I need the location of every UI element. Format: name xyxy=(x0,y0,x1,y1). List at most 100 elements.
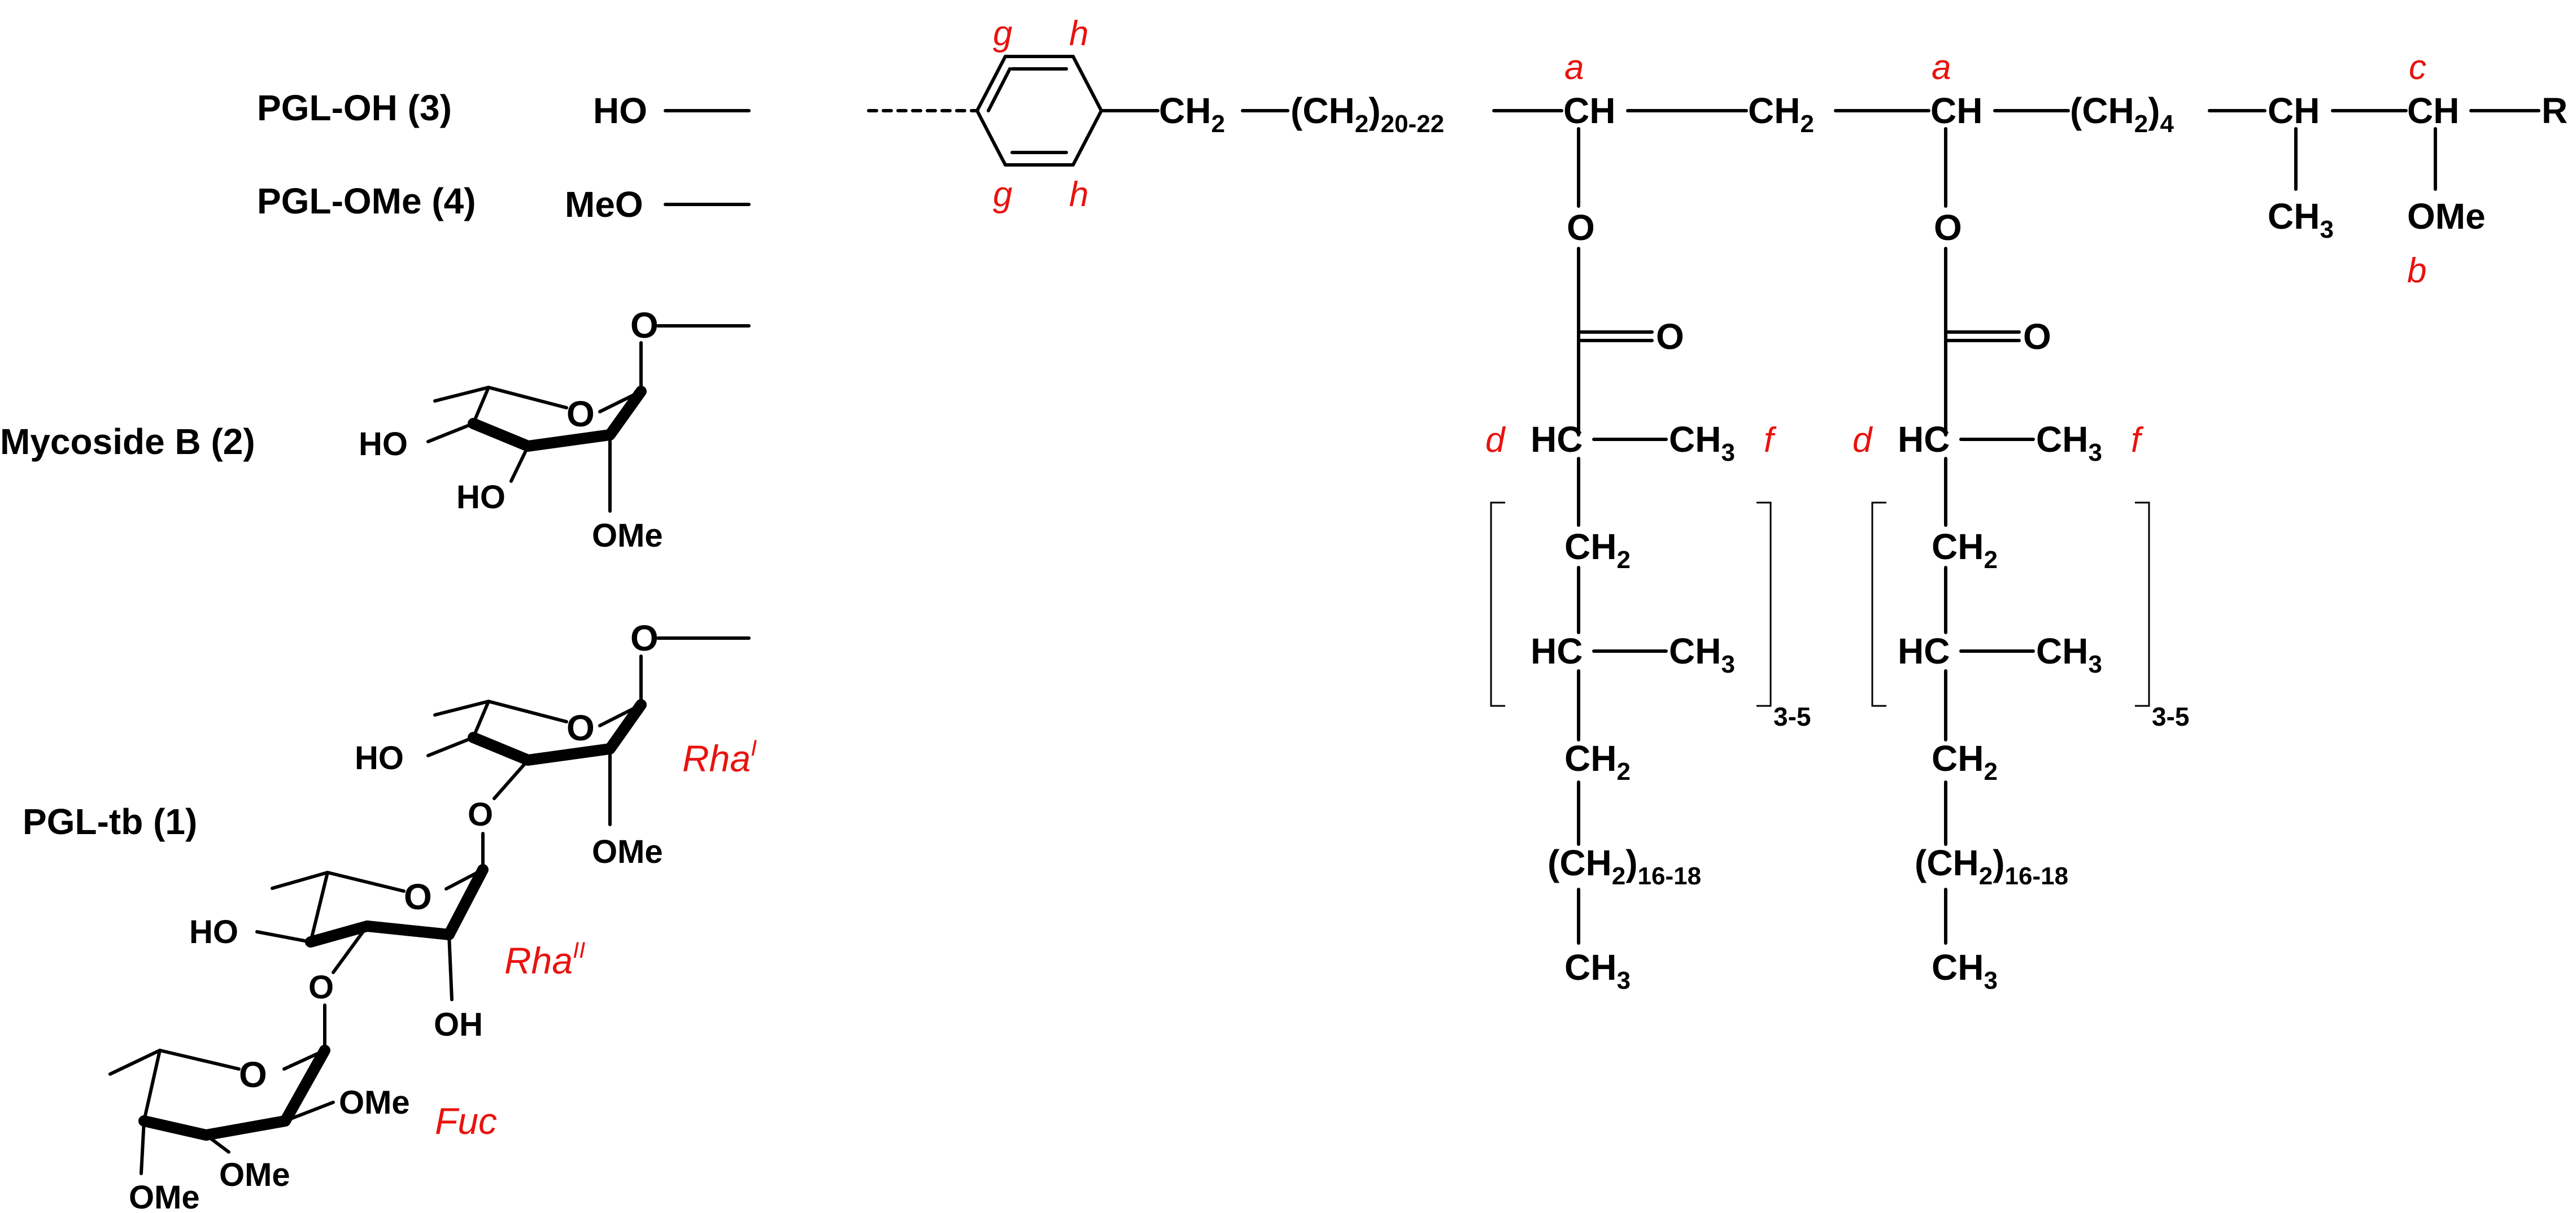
bond xyxy=(271,871,329,890)
bond xyxy=(309,871,329,944)
label-pgl-oh: PGL-OH (3) xyxy=(257,88,452,128)
ring-oxygen: O xyxy=(566,708,595,748)
label-b: b xyxy=(2407,251,2426,290)
group-hc: HC xyxy=(1531,419,1583,460)
bond xyxy=(332,924,369,974)
ring-front-edge xyxy=(138,1045,330,1141)
group-ch2: CH2 xyxy=(1564,526,1631,574)
group-hc: HC xyxy=(1898,631,1950,671)
atom-o: O xyxy=(630,305,659,346)
group-ch3: CH3 xyxy=(2036,419,2102,466)
group-ch2-16-18: (CH2)16-18 xyxy=(1915,843,2068,890)
group-ch2-4: (CH2)4 xyxy=(2070,90,2174,138)
bond xyxy=(487,386,568,409)
fucose-sugar: O OMe OMe OMe Fuc xyxy=(108,1003,497,1213)
group-ch2-16-18: (CH2)16-18 xyxy=(1548,843,1701,890)
label-c: c xyxy=(2409,48,2426,87)
label-f: f xyxy=(1764,421,1777,460)
group-ch: CH xyxy=(1563,90,1615,131)
ring-front-edge xyxy=(468,699,647,766)
group-ch3: CH3 xyxy=(1669,631,1735,678)
repeat-bracket-right xyxy=(2135,501,2150,707)
substituent-ho: HO xyxy=(593,90,647,131)
double-bond xyxy=(987,67,1012,112)
rha-i-sugar: O O HO O OMe RhaI xyxy=(355,618,757,870)
bond xyxy=(158,1049,241,1071)
ester-branch-2: O O d HC CH3 f CH2 HC CH3 3-5 CH2 (CH2)1… xyxy=(1853,127,2189,994)
label-h: h xyxy=(1069,14,1088,53)
atom-o: O xyxy=(308,969,334,1006)
group-ch3: CH3 xyxy=(2268,196,2334,243)
atom-ho: HO xyxy=(359,426,408,462)
label-fuc: Fuc xyxy=(435,1100,497,1142)
label-a: a xyxy=(1932,48,1951,87)
atom-o: O xyxy=(1656,316,1684,357)
atom-ho: HO xyxy=(456,479,505,516)
group-ch2-20-22: (CH2)20-22 xyxy=(1291,90,1444,138)
ring-front-edge xyxy=(468,386,647,452)
bond xyxy=(204,1133,230,1154)
label-d: d xyxy=(1853,421,1873,460)
bond xyxy=(472,386,490,425)
substituent-ho-group: HO xyxy=(593,90,751,131)
group-ch3: CH3 xyxy=(1564,947,1631,994)
ring-front-edge xyxy=(305,864,489,948)
repeat-bracket-right xyxy=(1756,501,1772,707)
bond xyxy=(426,736,475,757)
repeat-bracket-left xyxy=(1871,501,1886,707)
bond xyxy=(140,1119,146,1175)
bond xyxy=(492,758,530,800)
group-hc: HC xyxy=(1898,419,1950,460)
group-r: R xyxy=(2542,90,2568,131)
label-mycoside-b: Mycoside B (2) xyxy=(0,421,255,462)
atom-ome: OMe xyxy=(219,1157,290,1193)
atom-ome: OMe xyxy=(592,517,663,554)
rha-ii-sugar: O HO O OH RhaII xyxy=(189,832,585,1043)
label-d: d xyxy=(1485,421,1506,460)
main-chain: CH2 (CH2)20-22 CH a CH2 CH a (CH2)4 CH C… xyxy=(1159,48,2568,290)
repeat-bracket-left xyxy=(1490,501,1505,707)
atom-oh: OH xyxy=(434,1006,483,1043)
bond xyxy=(284,1101,335,1123)
ring-oxygen: O xyxy=(566,394,595,434)
group-ch2: CH2 xyxy=(1932,526,1998,574)
label-f: f xyxy=(2131,421,2144,460)
group-ch2: CH2 xyxy=(1564,738,1631,786)
bond xyxy=(433,386,490,403)
atom-ome: OMe xyxy=(129,1179,200,1213)
atom-o: O xyxy=(468,796,493,833)
atom-ho: HO xyxy=(189,914,238,950)
atom-o: O xyxy=(630,618,659,658)
label-rha-i: RhaI xyxy=(682,736,757,779)
group-ch2: CH2 xyxy=(1932,738,1998,786)
atom-o: O xyxy=(2023,316,2051,357)
repeat-count: 3-5 xyxy=(2152,702,2189,731)
group-ch3: CH3 xyxy=(2036,631,2102,678)
group-ch: CH xyxy=(2268,90,2320,131)
bond xyxy=(326,871,406,893)
atom-ome: OMe xyxy=(339,1084,410,1121)
group-ch: CH xyxy=(2407,90,2459,131)
label-h: h xyxy=(1069,175,1088,214)
group-ch3: CH3 xyxy=(1669,419,1735,466)
group-ch3: CH3 xyxy=(1932,947,1998,994)
bond xyxy=(433,700,490,717)
atom-ome: OMe xyxy=(592,834,663,870)
label-pgl-tb: PGL-tb (1) xyxy=(23,801,197,842)
label-rha-ii: RhaII xyxy=(504,938,585,981)
label-g: g xyxy=(993,14,1012,53)
bond xyxy=(472,700,490,739)
bond xyxy=(509,444,530,483)
label-g: g xyxy=(993,175,1012,214)
ring-oxygen: O xyxy=(239,1054,267,1095)
bond xyxy=(255,930,312,944)
phenyl-ring: g h g h xyxy=(867,14,1160,214)
ring-oxygen: O xyxy=(404,876,432,917)
label-a: a xyxy=(1564,48,1584,87)
substituent-meo-group: MeO xyxy=(565,184,751,225)
group-ch: CH xyxy=(1930,90,1982,131)
group-ch2: CH2 xyxy=(1748,90,1814,138)
compound-labels: PGL-OH (3) PGL-OMe (4) Mycoside B (2) PG… xyxy=(0,88,476,842)
substituent-meo: MeO xyxy=(565,184,643,225)
